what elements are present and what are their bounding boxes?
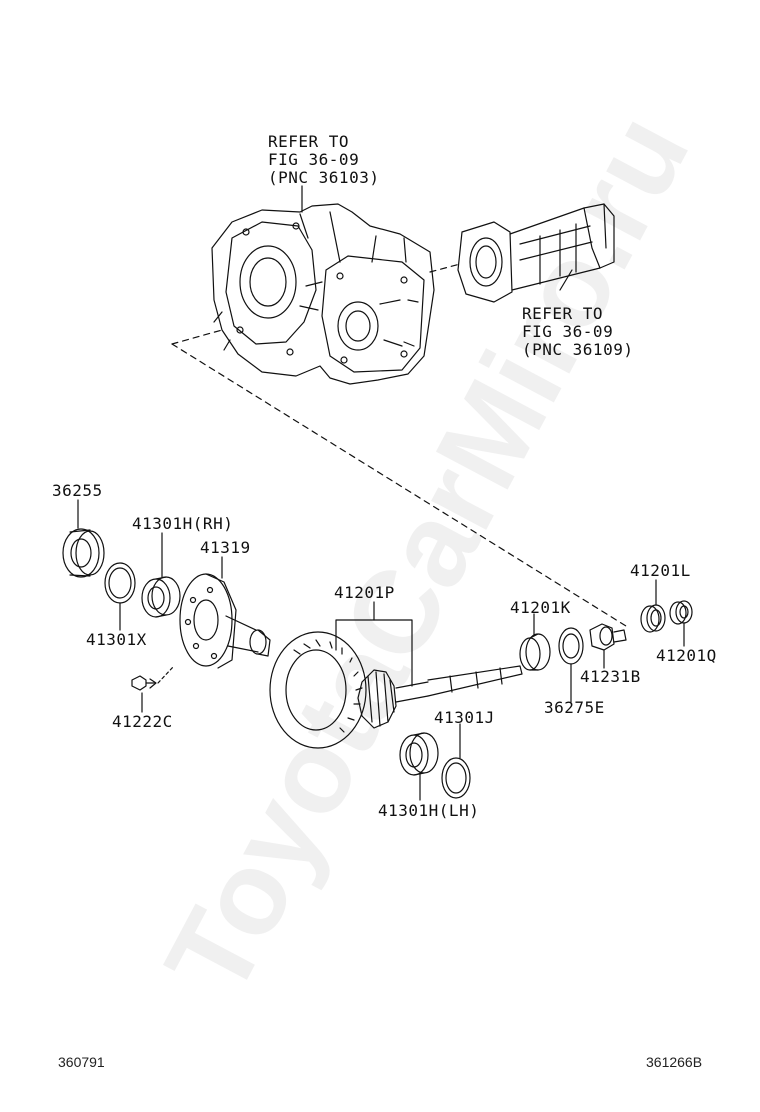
- washer-41201l: [640, 604, 666, 633]
- label-41301j[interactable]: 41301J: [434, 708, 495, 727]
- ring-gear: [269, 631, 367, 749]
- differential-case-41319: [179, 573, 271, 669]
- ref-extension-line3: (PNC 36109): [522, 340, 634, 359]
- footer-right-code: 361266B: [646, 1054, 703, 1070]
- nut-41231b: [589, 623, 627, 651]
- label-36255[interactable]: 36255: [52, 481, 103, 500]
- shim-41301x: [104, 562, 136, 604]
- label-41301h-lh[interactable]: 41301H(LH): [378, 801, 480, 820]
- footer-left-code: 360791: [58, 1054, 105, 1070]
- spacer-36275e: [558, 627, 584, 665]
- label-41201p[interactable]: 41201P: [334, 583, 395, 602]
- ref-case-line1: REFER TO: [268, 132, 350, 151]
- ref-extension-line2: FIG 36-09: [522, 322, 614, 341]
- label-36275e[interactable]: 36275E: [544, 698, 605, 717]
- label-41301x[interactable]: 41301X: [86, 630, 147, 649]
- ref-case-line2: FIG 36-09: [268, 150, 360, 169]
- label-41201k[interactable]: 41201K: [510, 598, 571, 617]
- seal-41201q: [669, 600, 693, 625]
- pinion-gear-shaft: [357, 665, 523, 729]
- extension-housing: [457, 203, 615, 303]
- ref-extension-line1: REFER TO: [522, 304, 604, 323]
- bearing-41301h-lh: [399, 732, 439, 776]
- label-41222c[interactable]: 41222C: [112, 712, 173, 731]
- label-41319[interactable]: 41319: [200, 538, 251, 557]
- ref-case-line3: (PNC 36103): [268, 168, 380, 187]
- transfer-case-housing: [211, 203, 435, 385]
- bearing-36255: [62, 528, 105, 578]
- bolt-41222c: [131, 665, 175, 691]
- label-41231b[interactable]: 41231B: [580, 667, 641, 686]
- bearing-41301h-rh: [141, 576, 181, 618]
- bearing-41201k: [519, 633, 551, 671]
- label-41301h-rh[interactable]: 41301H(RH): [132, 514, 234, 533]
- label-41201q[interactable]: 41201Q: [656, 646, 717, 665]
- shim-41301j: [441, 757, 471, 799]
- assembly-dashed-line: [171, 263, 627, 627]
- label-41201l[interactable]: 41201L: [630, 561, 691, 580]
- leader-lines: [77, 185, 685, 801]
